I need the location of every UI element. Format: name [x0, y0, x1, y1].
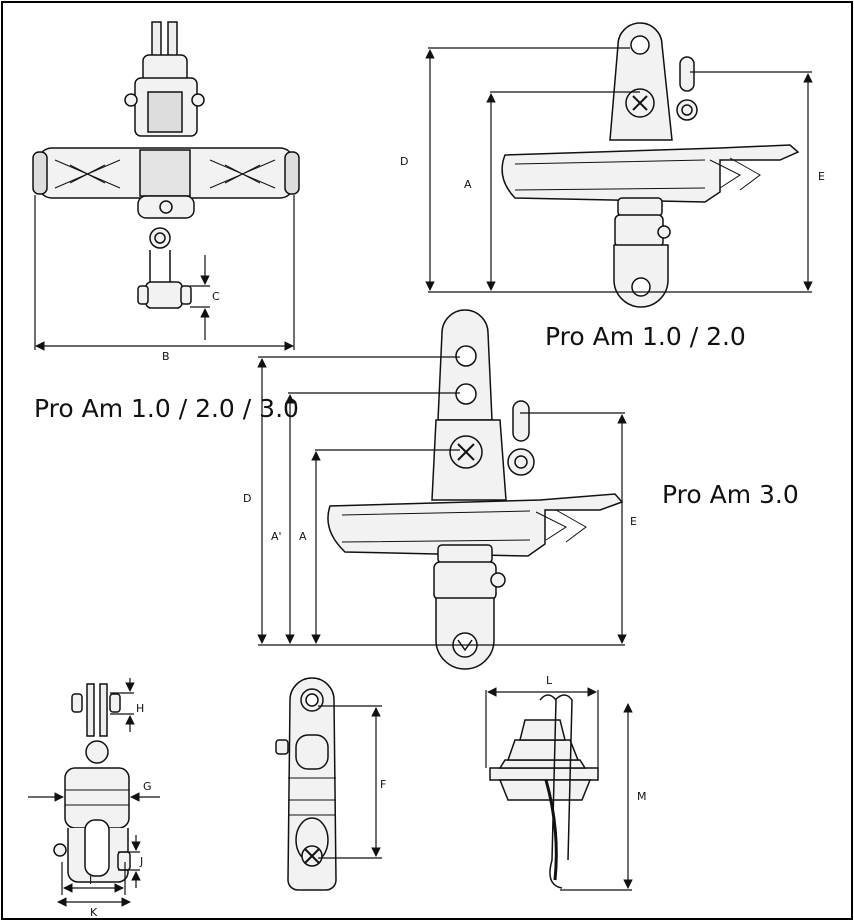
dim-label-l: L [546, 674, 553, 687]
dim-label-f: F [380, 778, 386, 791]
caption-pro-am-1-2-3: Pro Am 1.0 / 2.0 / 3.0 [34, 394, 299, 423]
dim-label-b: B [162, 350, 170, 363]
dim-label-a-center: A [299, 530, 307, 543]
cam-mount-block [275, 677, 337, 891]
dim-label-k: K [90, 906, 98, 919]
dim-label-i: I [89, 874, 92, 887]
dim-label-j: J [139, 855, 143, 868]
dim-label-g: G [143, 780, 152, 793]
cleat-block [489, 694, 599, 889]
front-view-block [32, 21, 300, 309]
caption-pro-am-3: Pro Am 3.0 [662, 480, 799, 509]
dim-label-a-top: A [464, 178, 472, 191]
dim-label-d-center: D [243, 492, 251, 505]
dim-label-d-top: D [400, 155, 408, 168]
side-view-large-block [327, 309, 624, 670]
dim-label-e-top: E [818, 170, 825, 183]
caption-pro-am-1-2: Pro Am 1.0 / 2.0 [545, 322, 746, 351]
dimension-lines [28, 47, 813, 907]
dim-label-h: H [136, 702, 144, 715]
dim-label-a-prime: A' [271, 530, 282, 543]
bottom-front-view-block [53, 683, 131, 883]
dim-label-c: C [212, 290, 220, 303]
side-view-small-block [501, 22, 800, 308]
dim-label-m: M [637, 790, 647, 803]
dim-label-e-center: E [630, 515, 637, 528]
